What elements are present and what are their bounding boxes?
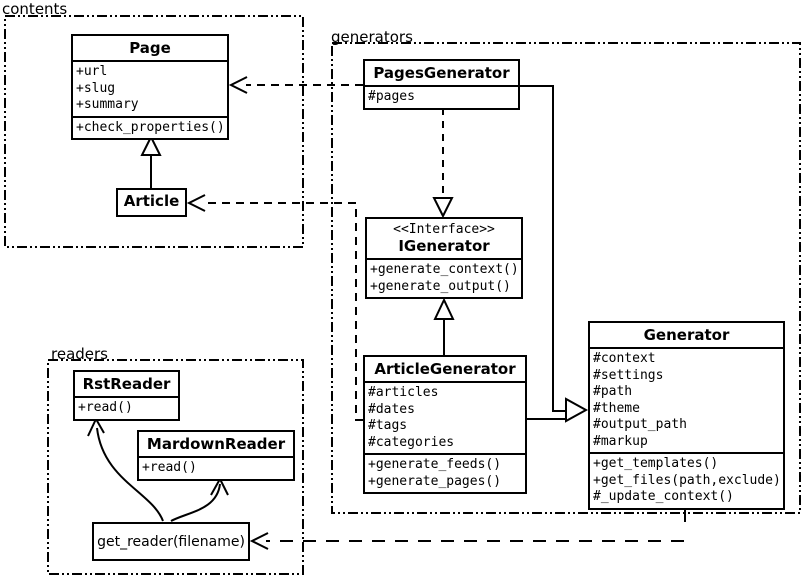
class-rstreader-name: RstReader	[82, 375, 171, 393]
method: +generate_output()	[370, 278, 511, 294]
attribute: #markup	[593, 433, 648, 449]
class-page-attributes: +url +slug +summary	[73, 60, 227, 116]
attribute: #theme	[593, 400, 640, 416]
class-generator-attributes: #context #settings #path #theme #output_…	[590, 347, 783, 452]
edge-getreader-mardownreader-curve	[170, 483, 221, 522]
class-article: Article	[116, 188, 187, 217]
attribute: #tags	[368, 418, 408, 433]
class-igenerator-stereotype: <<Interface>>	[393, 222, 495, 237]
class-generator-name: Generator	[643, 326, 730, 344]
class-articlegenerator-methods: +generate_feeds() +generate_pages()	[365, 453, 525, 492]
class-igenerator: <<Interface>> IGenerator +generate_conte…	[365, 217, 523, 299]
method: +get_files(path,exclude)	[593, 472, 781, 488]
inheritance-articlegenerator-igenerator-triangle-icon	[433, 297, 455, 320]
method: +generate_pages()	[368, 473, 502, 489]
attribute: #context	[593, 351, 656, 366]
method: +check_properties()	[76, 119, 225, 135]
class-articlegenerator: ArticleGenerator #articles #dates #tags …	[363, 355, 527, 494]
dependency-articlegenerator-article-line	[205, 202, 363, 421]
class-igenerator-name: IGenerator	[398, 237, 490, 255]
method: #_update_context()	[593, 489, 734, 504]
attribute: +url	[76, 64, 108, 79]
class-articlegenerator-name: ArticleGenerator	[374, 360, 516, 378]
class-pagesgenerator: PagesGenerator #pages	[363, 59, 520, 110]
dependency-pagesgenerator-page-arrow-icon	[228, 76, 248, 94]
attribute: +summary	[76, 97, 139, 112]
attribute: #dates	[368, 401, 415, 417]
class-generator: Generator #context #settings #path #them…	[588, 321, 785, 510]
inheritance-generator-triangle-icon	[565, 397, 589, 423]
class-pagesgenerator-attributes: #pages	[365, 85, 518, 108]
edge-getreader-rstreader-arrow-icon	[87, 416, 105, 437]
method: +get_templates()	[593, 456, 719, 471]
function-get-reader: get_reader(filename)	[92, 522, 250, 561]
attribute: #pages	[368, 89, 415, 104]
attribute: #categories	[368, 434, 455, 450]
method: +generate_feeds()	[368, 457, 502, 472]
class-articlegenerator-attributes: #articles #dates #tags #categories	[365, 381, 525, 453]
package-label-generators: generators	[331, 28, 413, 46]
class-rstreader-methods: +read()	[75, 396, 178, 419]
inheritance-article-page-triangle-icon	[140, 134, 162, 156]
dependency-generator-getreader-arrow-icon	[249, 532, 269, 550]
dependency-articlegenerator-article-arrow-icon	[186, 194, 206, 212]
class-mardownreader: MardownReader +read()	[137, 430, 295, 481]
function-get-reader-label: get_reader(filename)	[97, 533, 245, 550]
method: +generate_context()	[370, 262, 519, 277]
package-label-contents: contents	[2, 0, 68, 18]
package-border-readers	[47, 359, 304, 575]
edge-getreader-rstreader-curve	[96, 427, 164, 522]
class-igenerator-methods: +generate_context() +generate_output()	[367, 258, 521, 297]
method: +read()	[78, 400, 133, 415]
class-mardownreader-name: MardownReader	[146, 435, 286, 453]
inheritance-pagesgenerator-generator-line	[520, 85, 566, 412]
attribute: +slug	[76, 80, 116, 96]
attribute: #path	[593, 384, 633, 399]
method: +read()	[142, 460, 197, 475]
attribute: #articles	[368, 385, 439, 400]
package-label-readers: readers	[51, 345, 108, 363]
class-generator-methods: +get_templates() +get_files(path,exclude…	[590, 452, 783, 508]
realization-pagesgenerator-igenerator-triangle-icon	[432, 197, 454, 219]
class-article-name: Article	[123, 192, 180, 210]
class-page-methods: +check_properties()	[73, 115, 227, 139]
package-border-generators	[331, 42, 801, 514]
class-mardownreader-methods: +read()	[139, 456, 293, 479]
class-page-name: Page	[129, 39, 171, 57]
class-rstreader: RstReader +read()	[73, 370, 180, 421]
class-page: Page +url +slug +summary +check_properti…	[71, 34, 229, 140]
class-pagesgenerator-name: PagesGenerator	[373, 64, 510, 82]
attribute: #output_path	[593, 417, 687, 432]
attribute: #settings	[593, 367, 664, 383]
